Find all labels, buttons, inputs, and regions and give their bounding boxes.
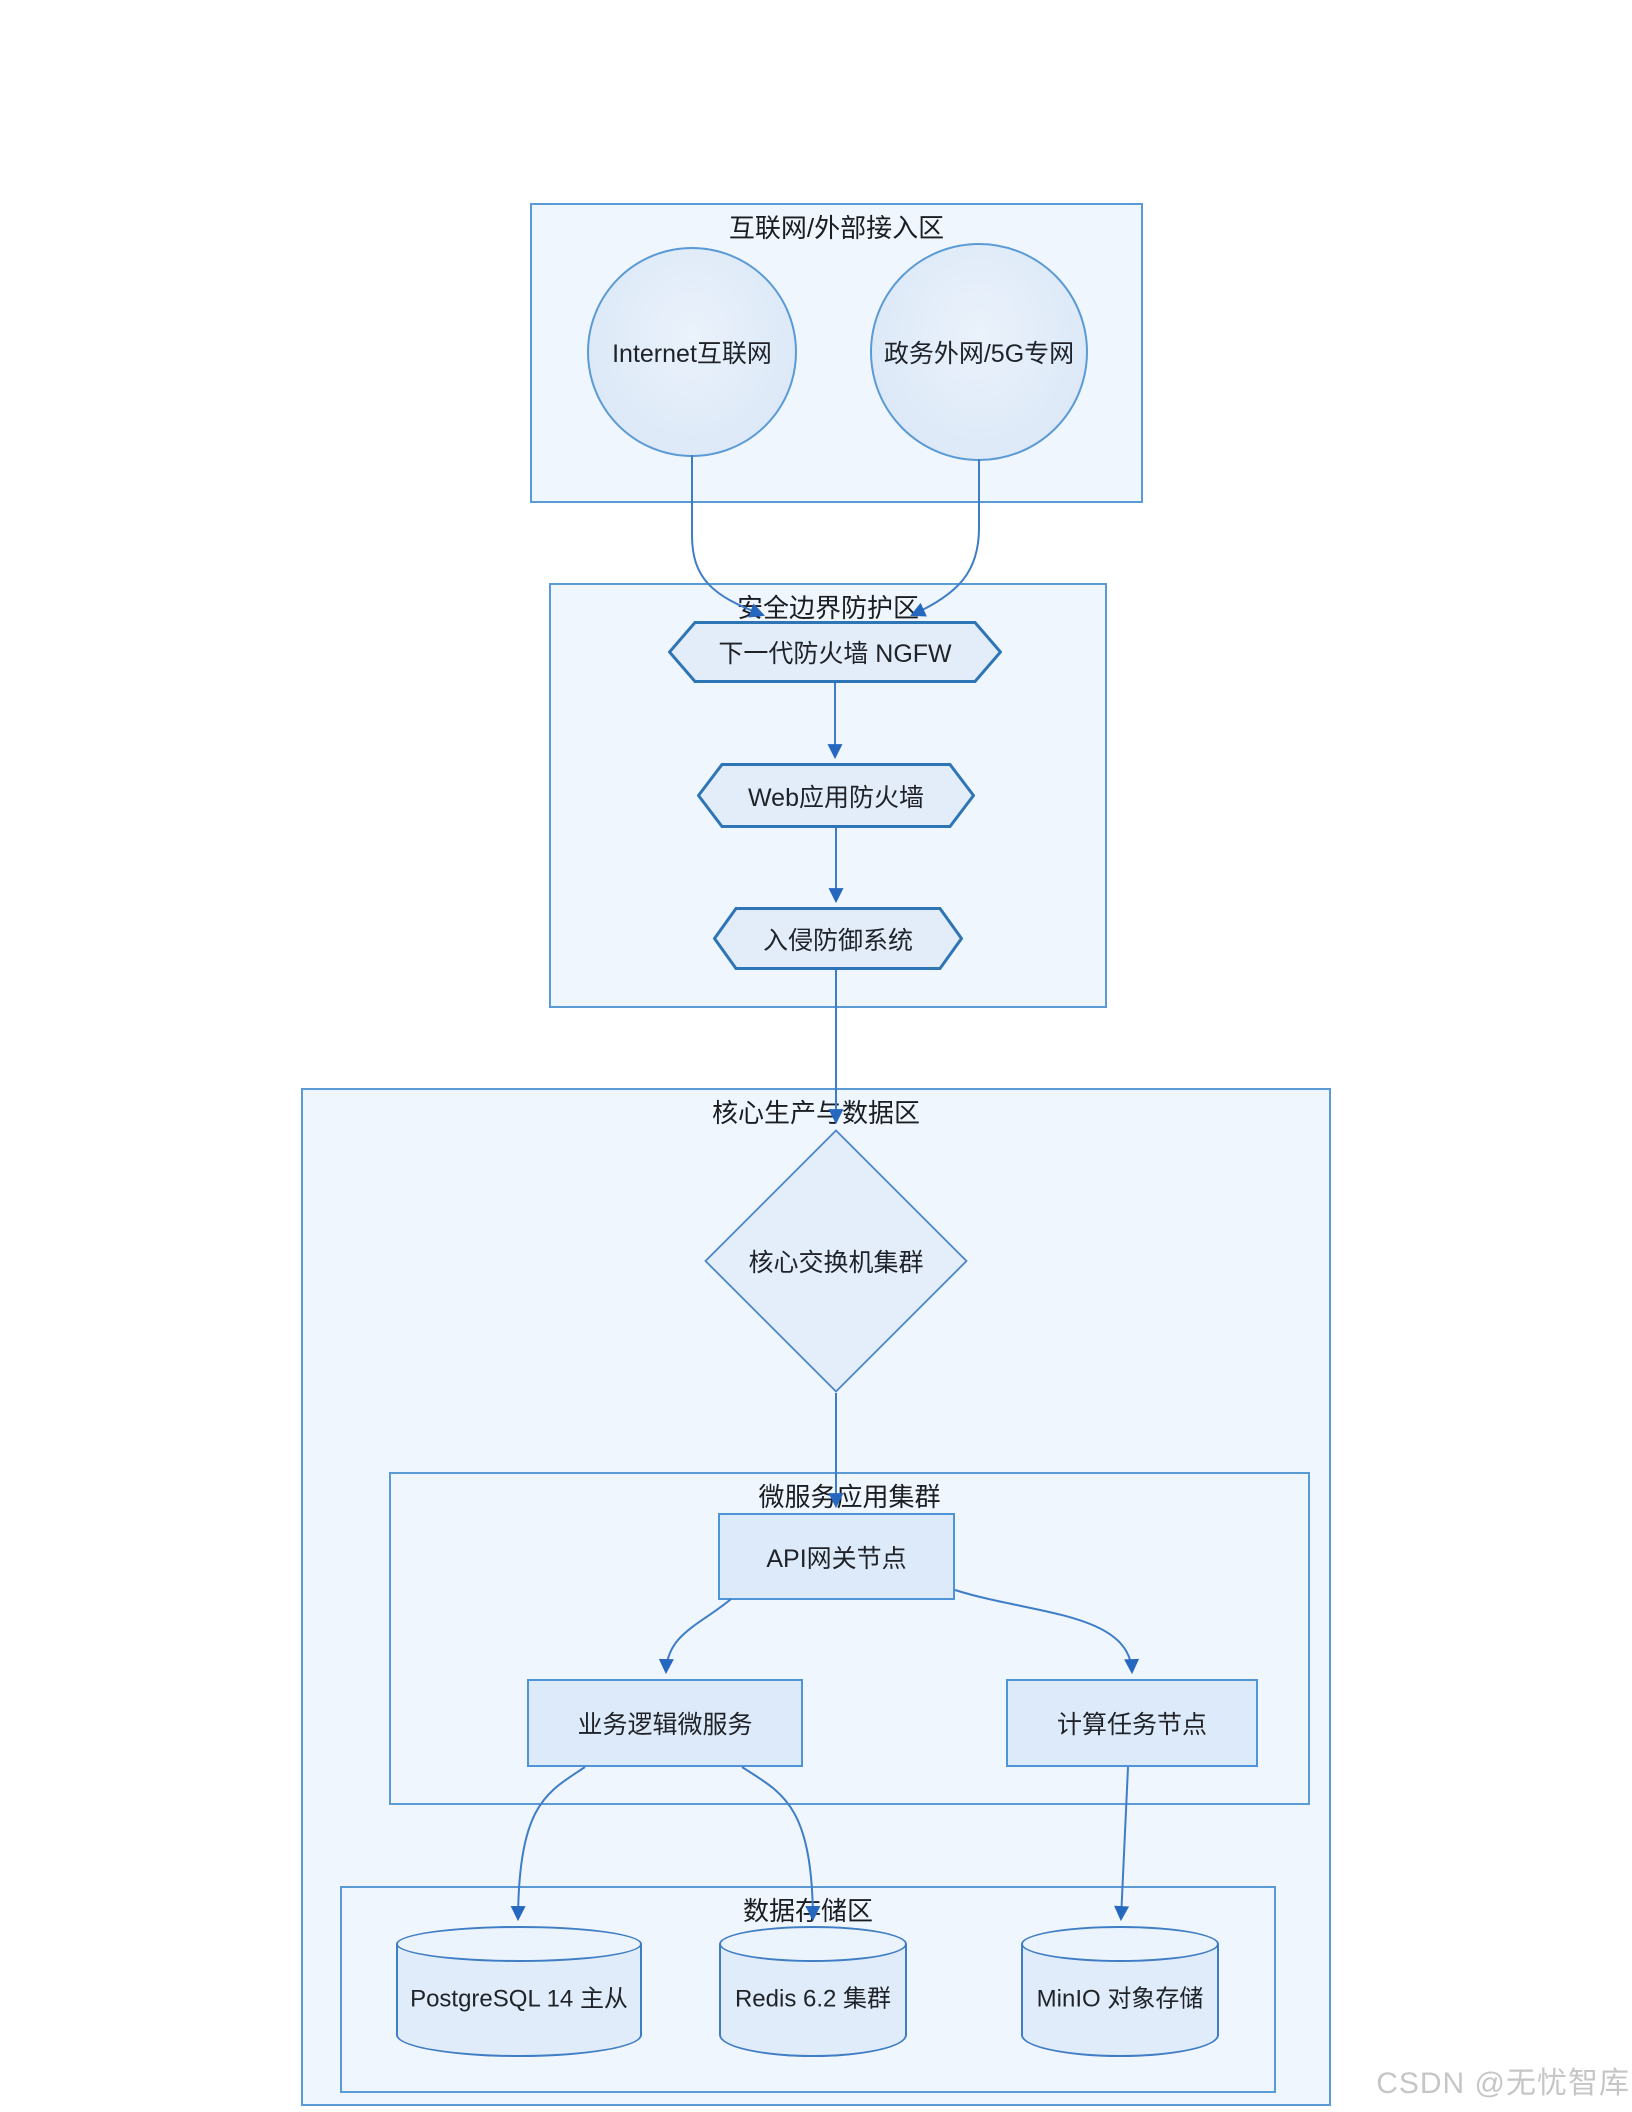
diamond-shape [704, 1129, 968, 1393]
zone-title-storage: 数据存储区 [742, 1896, 873, 1926]
node-gov-network: 政务外网/5G专网 [870, 243, 1088, 461]
cylinder-body [1021, 1944, 1219, 2057]
zone-title-external: 互联网/外部接入区 [728, 213, 945, 243]
node-compute-task-label: 计算任务节点 [1056, 1711, 1207, 1739]
node-waf-label: Web应用防火墙 [748, 783, 924, 812]
hexagon-shape [668, 621, 1002, 683]
node-ips-system: 入侵防御系统 [713, 907, 963, 970]
watermark-text: CSDN @无忧智库 [1376, 2067, 1630, 2100]
zone-title-microservices: 微服务应用集群 [758, 1482, 941, 1512]
zone-title-security: 安全边界防护区 [736, 593, 919, 623]
node-business-service: 业务逻辑微服务 [527, 1679, 803, 1767]
node-ngfw-firewall: 下一代防火墙 NGFW [668, 621, 1002, 683]
node-waf-firewall: Web应用防火墙 [697, 763, 975, 828]
node-minio: MinIO 对象存储 [1021, 1926, 1219, 2057]
zone-title-core: 核心生产与数据区 [711, 1098, 920, 1128]
node-core-switch-label: 核心交换机集群 [748, 1249, 924, 1277]
node-redis: Redis 6.2 集群 [719, 1926, 907, 2057]
node-api-gateway-label: API网关节点 [766, 1544, 907, 1573]
node-minio-label: MinIO 对象存储 [1036, 1985, 1204, 2013]
node-business-service-label: 业务逻辑微服务 [577, 1711, 753, 1739]
cylinder-top [396, 1926, 642, 1962]
node-ngfw-label: 下一代防火墙 NGFW [718, 640, 952, 668]
node-compute-task: 计算任务节点 [1006, 1679, 1258, 1767]
node-internet: Internet互联网 [587, 247, 797, 457]
cylinder-top [1021, 1926, 1219, 1962]
node-gov-network-label: 政务外网/5G专网 [883, 340, 1075, 368]
node-internet-label: Internet互联网 [612, 340, 772, 368]
cylinder-top [719, 1926, 907, 1962]
cylinder-body [719, 1944, 907, 2057]
cylinder-body [396, 1944, 642, 2057]
node-ips-label: 入侵防御系统 [762, 926, 913, 955]
hexagon-shape [697, 763, 975, 828]
hexagon-shape [713, 907, 963, 970]
node-postgresql-label: PostgreSQL 14 主从 [410, 1985, 628, 2013]
node-postgresql: PostgreSQL 14 主从 [396, 1926, 642, 2057]
node-core-switch: 核心交换机集群 [704, 1129, 968, 1393]
node-redis-label: Redis 6.2 集群 [734, 1985, 892, 2013]
node-api-gateway: API网关节点 [718, 1513, 955, 1600]
